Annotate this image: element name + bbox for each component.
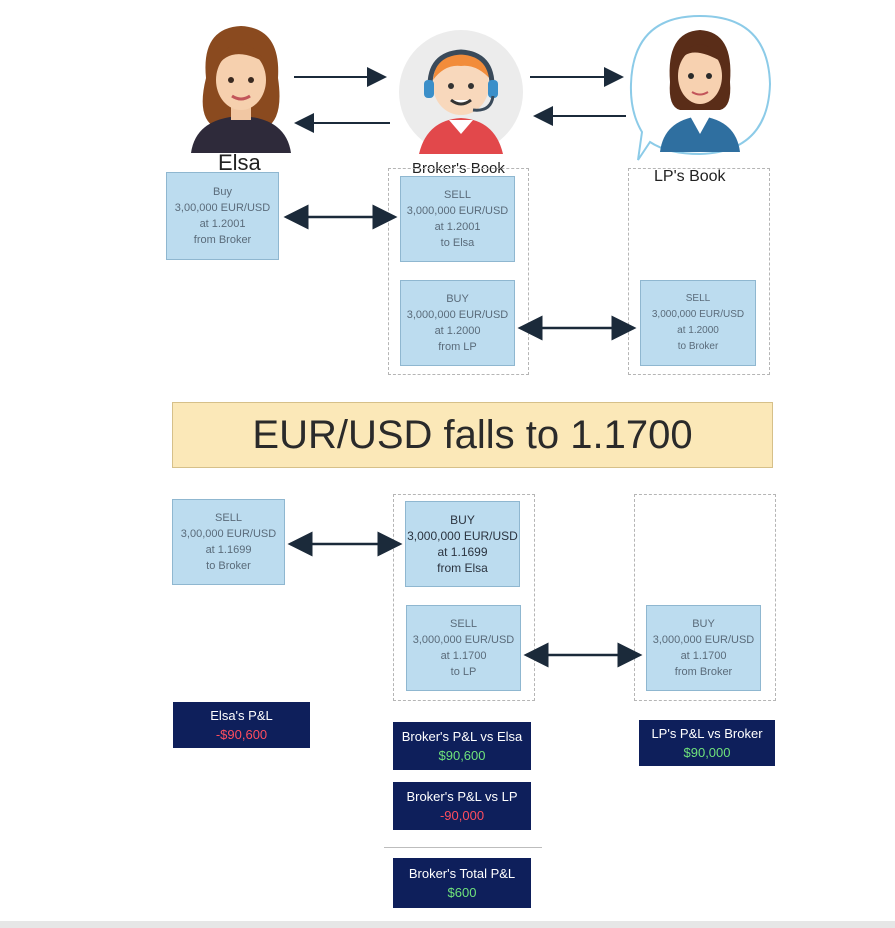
pnl-value: $600 [447,885,477,900]
trade-line: SELL [450,618,477,630]
trade-line: 3,000,000 EUR/USD [412,634,515,646]
trade-line: 3,000,000 EUR/USD [651,309,745,320]
elsa-sell-trade: SELL 3,00,000 EUR/USD at 1.1699 to Broke… [172,499,285,585]
broker-book-frame-bottom [393,494,535,701]
broker-book-frame-top [388,168,529,375]
broker-buy-trade-bottom: BUY 3,000,000 EUR/USD at 1.1699 from Els… [405,501,520,587]
trade-line: at 1.2000 [677,325,719,336]
trade-line: at 1.1699 [437,545,488,559]
actor-arrows [294,67,626,133]
trade-line: SELL [685,293,711,304]
trade-line: 3,00,000 EUR/USD [180,528,277,540]
trade-line: SELL [444,189,471,201]
trade-line: Buy [213,186,232,198]
trade-line: BUY [692,618,715,630]
pnl-value: -90,000 [439,808,485,823]
lp-buy-trade: BUY 3,000,000 EUR/USD at 1.1700 from Bro… [646,605,761,691]
total-divider [384,847,542,848]
lp-book-frame-bottom [634,494,776,701]
market-move-banner: EUR/USD falls to 1.1700 [172,402,773,468]
trade-line: from Broker [193,234,252,246]
lp-book-frame-top [628,168,770,375]
broker-sell-trade: SELL 3,000,000 EUR/USD at 1.2001 to Elsa [400,176,515,262]
broker-buy-trade: BUY 3,000,000 EUR/USD at 1.2000 from LP [400,280,515,366]
trade-line: 3,000,000 EUR/USD [652,634,755,646]
trade-line: at 1.2001 [434,221,481,233]
broker-pnl-vs-elsa-box: Broker's P&L vs Elsa $90,600 [393,722,531,770]
pnl-label: LP's P&L vs Broker [651,726,763,741]
elsa-avatar [186,18,296,153]
trade-line: SELL [215,512,242,524]
trade-line: 3,000,000 EUR/USD [406,205,509,217]
pnl-label: Broker's P&L vs Elsa [401,729,523,744]
broker-pnl-vs-lp-box: Broker's P&L vs LP -90,000 [393,782,531,830]
trade-line: at 1.1699 [205,544,252,556]
trade-line: at 1.2001 [199,218,246,230]
broker-total-pnl-box: Broker's Total P&L $600 [393,858,531,908]
pnl-value: $90,000 [683,745,731,760]
trade-line: 3,000,000 EUR/USD [407,529,518,543]
pnl-value: -$90,600 [215,727,268,742]
trade-line: from LP [438,341,477,353]
trade-line: to Broker [206,560,251,572]
trade-line: at 1.2000 [434,325,481,337]
pnl-label: Broker's Total P&L [408,866,516,881]
bottom-bar [0,921,895,928]
pnl-label: Elsa's P&L [210,708,273,723]
trade-line: BUY [450,513,475,527]
broker-avatar [397,30,525,158]
broker-sell-trade-bottom: SELL 3,000,000 EUR/USD at 1.1700 to LP [406,605,521,691]
lp-pnl-box: LP's P&L vs Broker $90,000 [639,720,775,766]
trade-line: from Elsa [437,561,488,575]
elsa-pnl-box: Elsa's P&L -$90,600 [173,702,310,748]
trade-arrows-top [283,204,637,341]
elsa-buy-trade: Buy 3,00,000 EUR/USD at 1.2001 from Brok… [166,172,279,260]
trade-line: from Broker [674,666,733,678]
pnl-value: $90,600 [438,748,486,763]
trade-line: at 1.1700 [440,650,487,662]
trade-line: to LP [450,666,477,678]
trade-line: 3,000,000 EUR/USD [406,309,509,321]
trade-line: at 1.1700 [680,650,727,662]
lp-book-title: LP's Book [654,168,726,185]
trade-line: to Elsa [440,237,475,249]
trade-line: 3,00,000 EUR/USD [174,202,271,214]
elsa-name: Elsa [218,150,261,175]
trade-arrows-bottom [287,531,643,668]
trade-line: BUY [446,293,469,305]
trade-line: to Broker [677,341,719,352]
pnl-label: Broker's P&L vs LP [406,789,518,804]
lp-sell-trade: SELL 3,000,000 EUR/USD at 1.2000 to Brok… [640,280,756,366]
lp-avatar [628,12,773,162]
